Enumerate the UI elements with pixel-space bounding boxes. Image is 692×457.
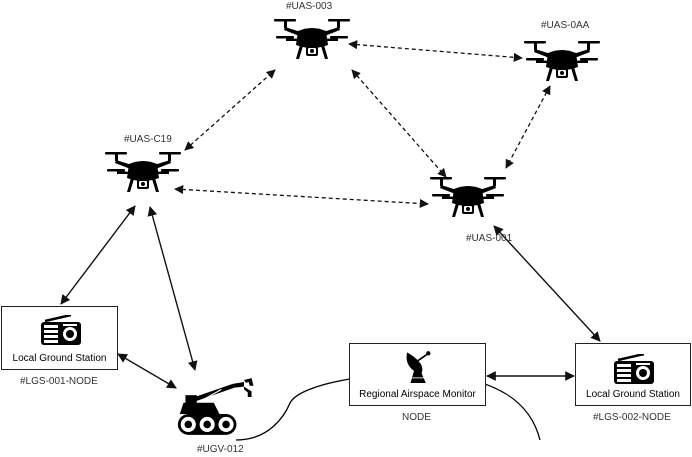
lgs-002-box: Local Ground Station <box>575 343 691 406</box>
link-uasc19-lgs001 <box>60 205 136 305</box>
monitor-box: Regional Airspace Monitor <box>349 343 486 406</box>
link-uasc19-ugv012 <box>147 206 198 371</box>
satellite-dish-icon <box>405 350 432 384</box>
link-lgs001-ugv012 <box>117 353 177 389</box>
drone-icon <box>524 41 600 81</box>
lgs-001-tag: #LGS-001-NODE <box>20 376 98 387</box>
dashed-links <box>174 40 551 209</box>
drone-label-uas-c19: #UAS-C19 <box>124 134 172 145</box>
monitor-title: Regional Airspace Monitor <box>359 389 476 400</box>
radio-icon <box>614 354 654 384</box>
link-uas003-uas001 <box>351 69 447 178</box>
drone-label-uas-0aa: #UAS-0AA <box>541 20 590 31</box>
drone-icon <box>274 19 350 59</box>
drone-icon <box>105 152 181 192</box>
drone-icon <box>430 177 506 217</box>
link-uasc19-uas003 <box>184 69 276 151</box>
lgs-002-tag: #LGS-002-NODE <box>593 412 671 423</box>
lgs-001-title: Local Ground Station <box>12 353 107 364</box>
lgs-002-title: Local Ground Station <box>586 389 680 400</box>
link-uas001-lgs002 <box>493 225 601 342</box>
radio-icon <box>41 315 81 345</box>
link-uas003-uas0aa <box>348 40 523 62</box>
ugv-label: #UGV-012 <box>197 444 244 455</box>
robot-vehicle-icon <box>177 377 255 436</box>
link-uas0aa-uas001 <box>505 85 551 169</box>
lgs-001-box: Local Ground Station <box>1 306 118 370</box>
drone-label-uas-003: #UAS-003 <box>286 1 333 12</box>
link-uasc19-uas001 <box>174 184 429 209</box>
drone-label-uas-001: #UAS-001 <box>466 233 513 244</box>
solid-links <box>60 205 601 389</box>
monitor-tag: NODE <box>402 412 431 423</box>
